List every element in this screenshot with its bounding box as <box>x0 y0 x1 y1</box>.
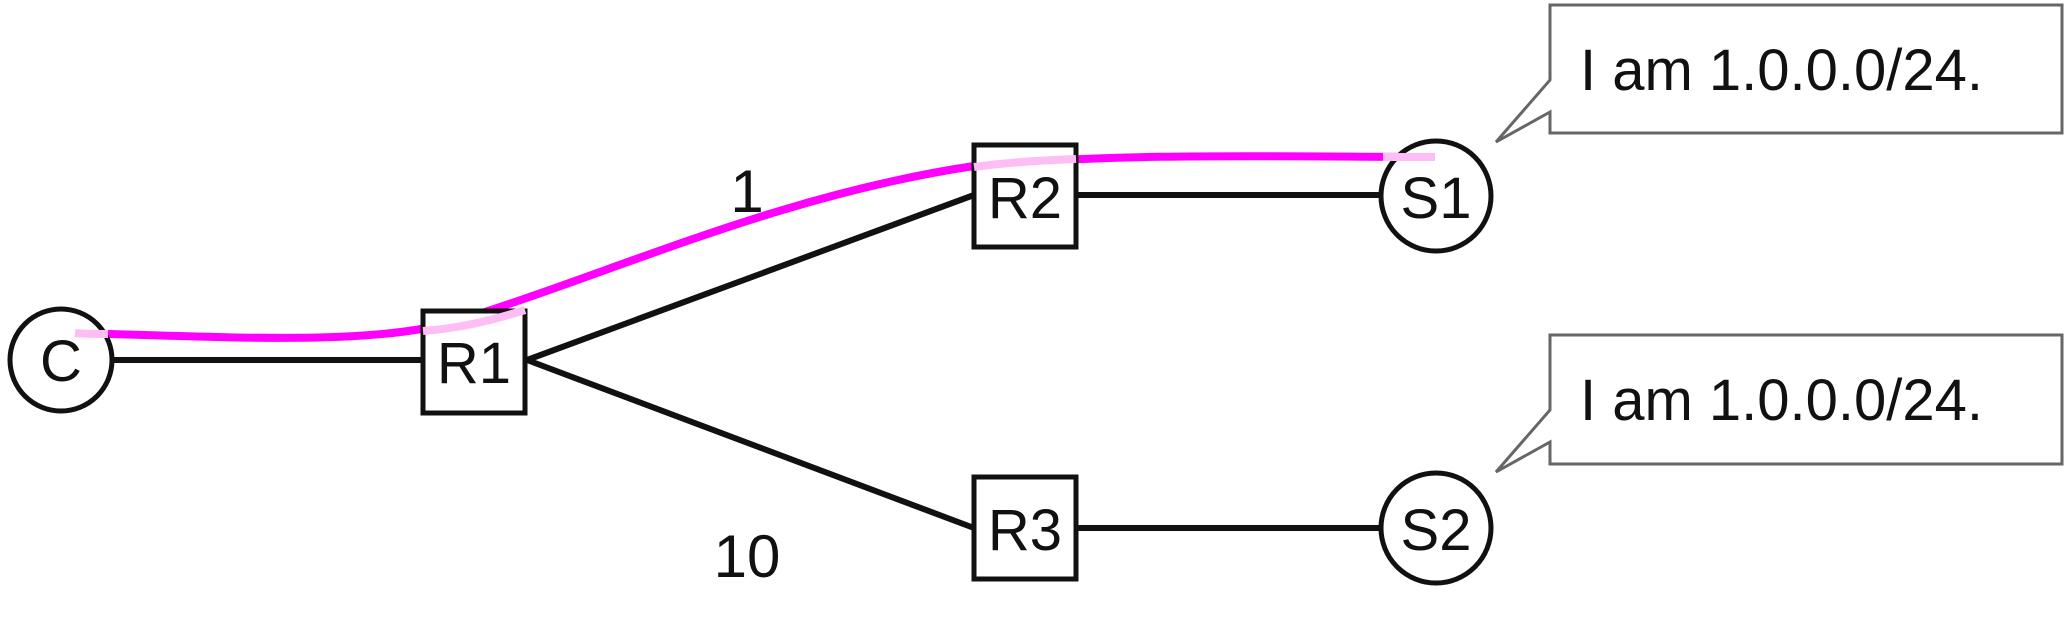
route-path-highlight <box>71 152 1439 342</box>
node-r1: R1 <box>420 308 528 416</box>
node-s2: S2 <box>1378 470 1494 586</box>
node-s1: S1 <box>1378 138 1494 254</box>
callout-s1-text: I am 1.0.0.0/24. <box>1580 38 1983 103</box>
node-c-label: C <box>40 329 82 394</box>
link-r1-r3 <box>525 357 976 531</box>
edge-label-r1-r2: 1 <box>730 158 763 225</box>
callout-s2-text: I am 1.0.0.0/24. <box>1580 368 1983 433</box>
callout-s2: I am 1.0.0.0/24. <box>1494 333 2064 474</box>
node-r3-label: R3 <box>988 498 1062 563</box>
edge-label-r1-r3: 10 <box>714 523 781 590</box>
route-path-highlight-overlay-r1 <box>422 306 527 335</box>
node-s2-label: S2 <box>1401 498 1472 563</box>
link-r1-r2 <box>525 192 976 363</box>
callout-s1: I am 1.0.0.0/24. <box>1494 3 2064 144</box>
route-path-highlight-overlay-c <box>74 329 109 338</box>
node-s1-label: S1 <box>1401 166 1472 231</box>
route-path-highlight-overlay-r2 <box>973 155 1077 171</box>
node-r2-label: R2 <box>988 166 1062 231</box>
node-r1-label: R1 <box>437 331 511 396</box>
node-r3: R3 <box>971 474 1079 582</box>
node-c: C <box>7 306 115 414</box>
